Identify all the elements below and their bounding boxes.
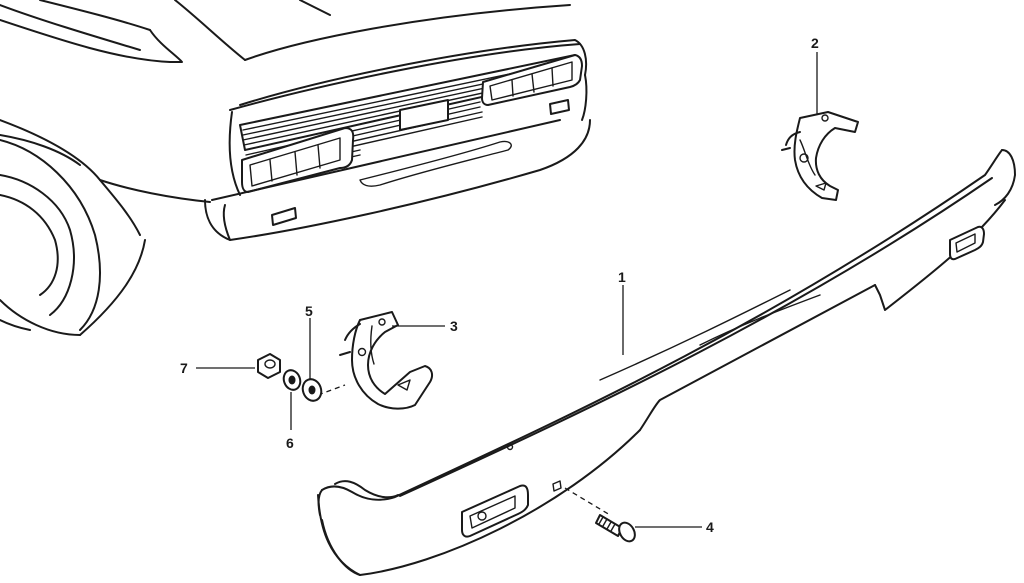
callout-2: 2 [811,35,819,51]
car-rear-view [0,0,591,336]
bolt-part [564,487,636,543]
bracket-left-part [339,311,434,410]
rear-bumper-part [317,149,1016,576]
callout-3: 3 [450,318,458,334]
callout-labels: 1 2 3 4 5 6 7 [180,35,819,535]
nut-part [257,353,281,379]
leader-lines [196,52,818,528]
callout-1: 1 [618,269,626,285]
callout-7: 7 [180,360,188,376]
callout-6: 6 [286,435,294,451]
callout-5: 5 [305,303,313,319]
callout-4: 4 [706,519,714,535]
bracket-right-part [781,111,859,201]
fasteners [257,353,346,402]
